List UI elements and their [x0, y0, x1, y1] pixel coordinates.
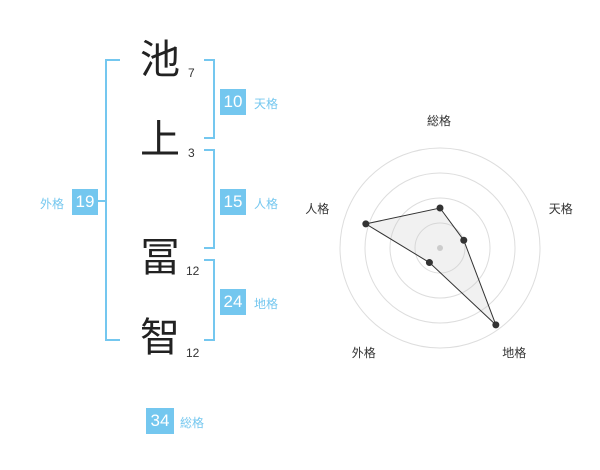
tenkaku-label: 天格 — [254, 97, 279, 111]
name-char-3-strokes: 12 — [186, 264, 200, 278]
radar-point — [425, 259, 433, 267]
soukaku-value: 34 — [146, 408, 174, 434]
tenkaku-value: 10 — [220, 89, 246, 115]
radar-axis-label: 外格 — [351, 345, 376, 360]
name-char-1: 池 — [140, 37, 180, 83]
chikaku-bracket — [204, 259, 215, 341]
radar-point — [362, 220, 370, 228]
radar-ring — [389, 197, 491, 299]
jinkaku-value: 15 — [220, 189, 246, 215]
radar-center — [437, 245, 443, 251]
jinkaku-bracket — [204, 149, 215, 249]
name-char-4-strokes: 12 — [186, 346, 200, 360]
gaikaku-value: 19 — [72, 189, 98, 215]
chikaku-label: 地格 — [254, 297, 279, 311]
jinkaku-label: 人格 — [254, 197, 279, 211]
radar-series-area — [364, 207, 497, 326]
name-char-2: 上 — [140, 117, 180, 163]
gaikaku-label: 外格 — [40, 197, 65, 211]
radar-point — [436, 204, 444, 212]
radar-axis-label: 天格 — [548, 202, 573, 217]
radar-point — [492, 321, 500, 329]
soukaku-label: 総格 — [180, 416, 205, 430]
chikaku-value: 24 — [220, 289, 246, 315]
radar-axis-label: 総格 — [427, 114, 452, 128]
radar-ring — [339, 147, 541, 349]
name-char-4: 智 — [140, 315, 180, 361]
radar-point — [460, 236, 468, 244]
radar-ring — [364, 172, 516, 324]
name-char-1-strokes: 7 — [188, 66, 195, 80]
tenkaku-bracket — [204, 59, 215, 139]
radar-axis-label: 地格 — [502, 345, 527, 360]
name-char-2-strokes: 3 — [188, 146, 195, 160]
name-char-3: 冨 — [140, 235, 180, 281]
radar-axis-label: 人格 — [305, 202, 330, 217]
